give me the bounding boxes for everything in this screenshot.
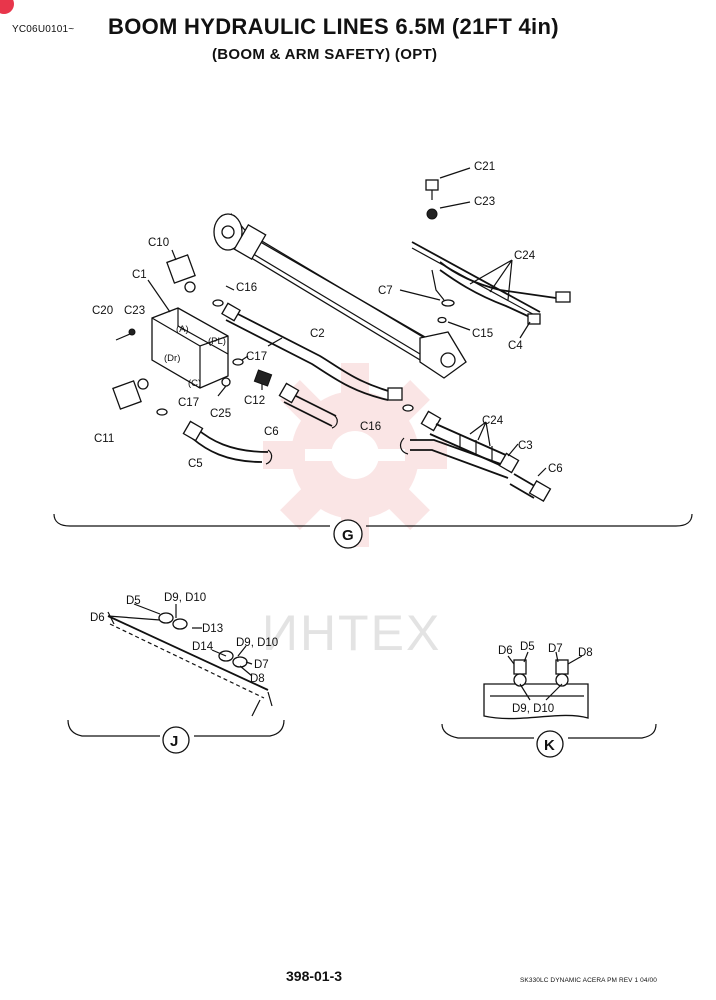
callout-c6-right: C6: [548, 463, 563, 475]
callout-c7: C7: [378, 285, 393, 297]
callout-c16-top: C16: [236, 282, 257, 294]
corner-badge: [0, 0, 14, 14]
callout-c16-low: C16: [360, 421, 381, 433]
callout-d7-k: D7: [548, 643, 563, 655]
hydraulic-pipes: [156, 299, 552, 502]
bracket-fittings: [411, 179, 571, 325]
callout-c5: C5: [188, 458, 203, 470]
callout-d5-k: D5: [520, 641, 535, 653]
port-c: (C): [188, 378, 201, 389]
callout-c20: C20: [92, 305, 113, 317]
watermark-text: ИНТЕХ: [262, 605, 441, 661]
callout-d7-j: D7: [254, 659, 269, 671]
callout-d8-k: D8: [578, 647, 593, 659]
view-j-label: J: [170, 733, 178, 750]
callout-c24-top: C24: [514, 250, 536, 262]
part-code: YC06U0101~: [12, 24, 75, 35]
footer-model: SK330LC DYNAMIC ACERA PM REV 1 04/00: [520, 977, 657, 984]
page-number: 398-01-3: [286, 968, 343, 984]
callout-c11: C11: [94, 433, 114, 445]
part-callouts: C21 C23 C24 C7 C15 C4 C10 C1 C16 C20 C23…: [90, 161, 593, 715]
callout-d6-j: D6: [90, 612, 105, 624]
callout-c3: C3: [518, 440, 533, 452]
callout-c2: C2: [310, 328, 325, 340]
callout-d14: D14: [192, 641, 214, 653]
view-j-detail: [67, 603, 285, 754]
callout-c6-left: C6: [264, 426, 279, 438]
port-a: (A): [176, 324, 189, 335]
callout-d5-j: D5: [126, 595, 141, 607]
callout-c23-left: C23: [124, 305, 145, 317]
boom-cylinder: [213, 212, 467, 379]
callout-c24-low: C24: [482, 415, 504, 427]
view-k-label: K: [544, 737, 555, 754]
callout-c10: C10: [148, 237, 169, 249]
view-k-detail: [441, 651, 657, 758]
callout-d13: D13: [202, 623, 223, 635]
view-g-label: G: [342, 527, 354, 544]
callout-c23-top: C23: [474, 196, 495, 208]
view-g-bracket: [53, 513, 693, 549]
callout-d9d10-j1: D9, D10: [164, 592, 206, 604]
callout-c1: C1: [132, 269, 147, 281]
callout-d8-j: D8: [250, 673, 265, 685]
page-title: BOOM HYDRAULIC LINES 6.5M (21FT 4in): [108, 14, 559, 39]
callout-c17-low: C17: [178, 397, 199, 409]
callout-c15: C15: [472, 328, 493, 340]
safety-valve-block: [112, 254, 229, 410]
callout-d9d10-k: D9, D10: [512, 703, 554, 715]
page-subtitle: (BOOM & ARM SAFETY) (OPT): [212, 46, 438, 63]
port-pl: (PL): [208, 336, 226, 347]
callout-c4: C4: [508, 340, 523, 352]
callout-c21: C21: [474, 161, 495, 173]
callout-c12: C12: [244, 395, 265, 407]
leader-lines: [147, 167, 547, 477]
callout-d6-k: D6: [498, 645, 513, 657]
callout-c25: C25: [210, 408, 231, 420]
port-dr: (Dr): [164, 353, 180, 364]
callout-d9d10-j2: D9, D10: [236, 637, 278, 649]
callout-c17-mid: C17: [246, 351, 267, 363]
